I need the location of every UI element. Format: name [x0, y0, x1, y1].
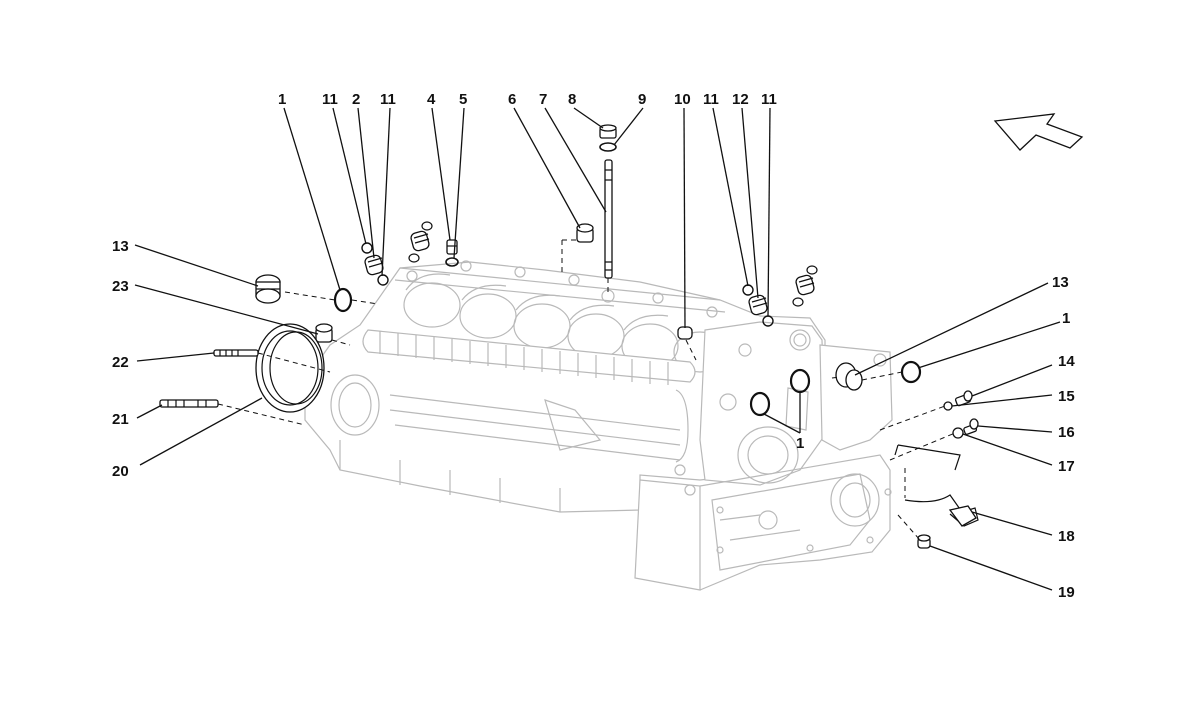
engine-block-outline [304, 260, 893, 591]
seal-cover-20 [255, 323, 325, 413]
o-ring-11-b [377, 274, 389, 286]
washer-17 [952, 427, 964, 439]
callout-7: 7 [539, 91, 547, 108]
callout-23: 23 [112, 278, 129, 295]
callout-labels: 1 11 2 11 4 5 6 7 8 9 10 11 12 11 13 23 … [112, 91, 1075, 601]
callout-2: 2 [352, 91, 360, 108]
washer-9 [599, 142, 617, 152]
callout-19: 19 [1058, 584, 1075, 601]
sleeve-pair-top-left [408, 221, 433, 263]
callout-1-center: 1 [796, 435, 804, 452]
plug-13-left [255, 274, 281, 304]
o-ring-1-left [333, 287, 353, 313]
sleeve-2 [364, 254, 384, 276]
callout-17: 17 [1058, 458, 1075, 475]
stud-21 [159, 399, 219, 408]
callout-15: 15 [1058, 388, 1075, 405]
bolt-14 [954, 390, 973, 407]
o-ring-1-center-b [749, 391, 771, 417]
callout-18: 18 [1058, 528, 1075, 545]
callout-8: 8 [568, 91, 576, 108]
callout-11-top-a: 11 [322, 91, 338, 108]
o-ring-5 [445, 257, 459, 267]
callout-11-top-b: 11 [380, 91, 396, 108]
callout-13-left: 13 [112, 238, 129, 255]
o-ring-11-a [361, 242, 373, 254]
leader-lines [134, 107, 1061, 591]
callout-6: 6 [508, 91, 516, 108]
callout-14: 14 [1058, 353, 1075, 370]
callout-11-top-d: 11 [761, 91, 777, 108]
orientation-arrow-icon [993, 113, 1084, 151]
sleeve-pair-top-right [792, 265, 818, 307]
callout-1-top: 1 [278, 91, 286, 108]
stud-7 [604, 159, 613, 292]
plug-23 [315, 323, 333, 343]
bolt-16 [963, 418, 979, 435]
o-ring-11-c [742, 284, 754, 296]
washer-15 [943, 401, 953, 411]
callout-22: 22 [112, 354, 129, 371]
callout-1-right: 1 [1062, 310, 1070, 327]
o-ring-1-right [900, 360, 922, 384]
parts [159, 124, 979, 549]
assembly-lines [217, 239, 956, 541]
callout-20: 20 [112, 463, 129, 480]
callout-16: 16 [1058, 424, 1075, 441]
nut-8 [599, 124, 617, 139]
callout-21: 21 [112, 411, 129, 428]
callout-11-top-c: 11 [703, 91, 719, 108]
callout-4: 4 [427, 91, 436, 108]
cover-plate-18 [894, 444, 979, 527]
callout-9: 9 [638, 91, 646, 108]
callout-12: 12 [732, 91, 749, 108]
plug-19 [917, 534, 931, 549]
callout-5: 5 [459, 91, 467, 108]
stud-22 [213, 349, 259, 357]
sleeve-12 [748, 294, 768, 316]
plug-6 [561, 223, 594, 272]
callout-10: 10 [674, 91, 691, 108]
callout-13-right: 13 [1052, 274, 1069, 291]
